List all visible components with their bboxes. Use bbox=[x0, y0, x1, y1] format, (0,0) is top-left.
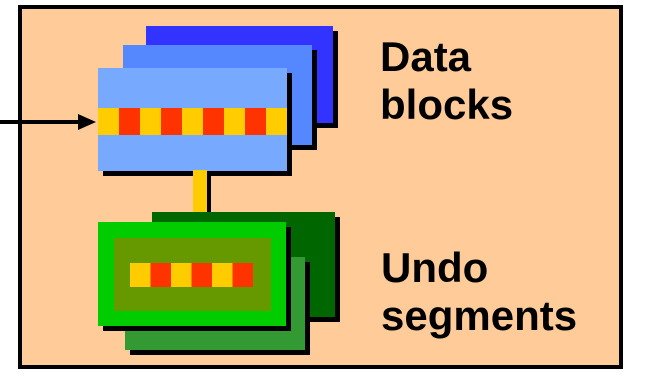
arrow-right-icon bbox=[0, 114, 96, 130]
undo-segment-cell bbox=[212, 263, 233, 287]
undo-segments-label-line1: Undo bbox=[381, 244, 489, 291]
data-blocks-label-line1: Data bbox=[380, 33, 472, 80]
data-block-cell bbox=[266, 108, 287, 135]
undo-segments-stack bbox=[98, 212, 340, 355]
data-blocks-stack bbox=[98, 26, 338, 176]
undo-segment-row bbox=[130, 263, 253, 287]
connector-bar bbox=[193, 170, 207, 224]
data-block-cell bbox=[140, 108, 161, 135]
connector bbox=[193, 170, 211, 224]
undo-segments-label: Undo segments bbox=[381, 244, 577, 340]
arrow-head bbox=[78, 114, 96, 130]
undo-segment-cell bbox=[191, 263, 212, 287]
data-block-cell bbox=[98, 108, 119, 135]
data-block-cell bbox=[182, 108, 203, 135]
data-block-cell bbox=[245, 108, 266, 135]
undo-segment-cell bbox=[150, 263, 171, 287]
data-blocks-label-line2: blocks bbox=[380, 81, 514, 128]
data-block-cell bbox=[203, 108, 224, 135]
data-block-row bbox=[98, 108, 287, 135]
undo-segments-label-line2: segments bbox=[381, 292, 578, 339]
undo-segment-cell bbox=[232, 263, 253, 287]
undo-segment-cell bbox=[130, 263, 151, 287]
data-blocks-label: Data blocks bbox=[380, 33, 513, 129]
data-block-cell bbox=[224, 108, 245, 135]
data-block-cell bbox=[119, 108, 140, 135]
data-block-cell bbox=[161, 108, 182, 135]
undo-segment-cell bbox=[171, 263, 192, 287]
